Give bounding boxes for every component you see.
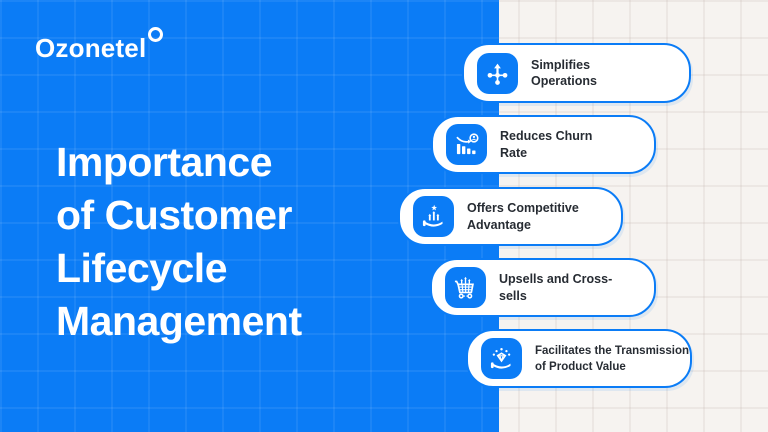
card-facilitates-transmission-product-value: Facilitates the Transmission of Product … bbox=[466, 329, 692, 388]
card-reduces-churn-rate: Reduces Churn Rate bbox=[431, 115, 656, 174]
logo-ring-icon bbox=[148, 27, 164, 42]
card-simplifies-operations: Simplifies Operations bbox=[462, 43, 691, 103]
ozonetel-logo-text: Ozonetel bbox=[35, 33, 147, 63]
card-upsells-cross-sells: Upsells and Cross- sells bbox=[430, 258, 656, 317]
card-label: Facilitates the Transmission of Product … bbox=[535, 344, 690, 373]
title-line-2: of Customer bbox=[56, 192, 292, 238]
page-title: Importance of Customer Lifecycle Managem… bbox=[56, 136, 302, 348]
card-label: Upsells and Cross- sells bbox=[499, 272, 613, 303]
card-label: Offers Competitive Advantage bbox=[467, 201, 579, 232]
hand-rising-bars-star-icon bbox=[413, 196, 454, 237]
cart-growth-icon bbox=[445, 267, 486, 308]
card-offers-competitive-advantage: Offers Competitive Advantage bbox=[398, 187, 623, 246]
hand-gem-sparkles-icon bbox=[481, 338, 522, 379]
card-label: Simplifies Operations bbox=[531, 57, 597, 89]
hub-distribution-icon bbox=[477, 52, 518, 94]
declining-bars-user-icon bbox=[446, 124, 487, 165]
title-line-1: Importance bbox=[56, 139, 272, 185]
ozonetel-logo: Ozonetel bbox=[35, 27, 164, 64]
title-line-3: Lifecycle bbox=[56, 245, 227, 291]
title-line-4: Management bbox=[56, 298, 302, 344]
card-label: Reduces Churn Rate bbox=[500, 129, 593, 160]
